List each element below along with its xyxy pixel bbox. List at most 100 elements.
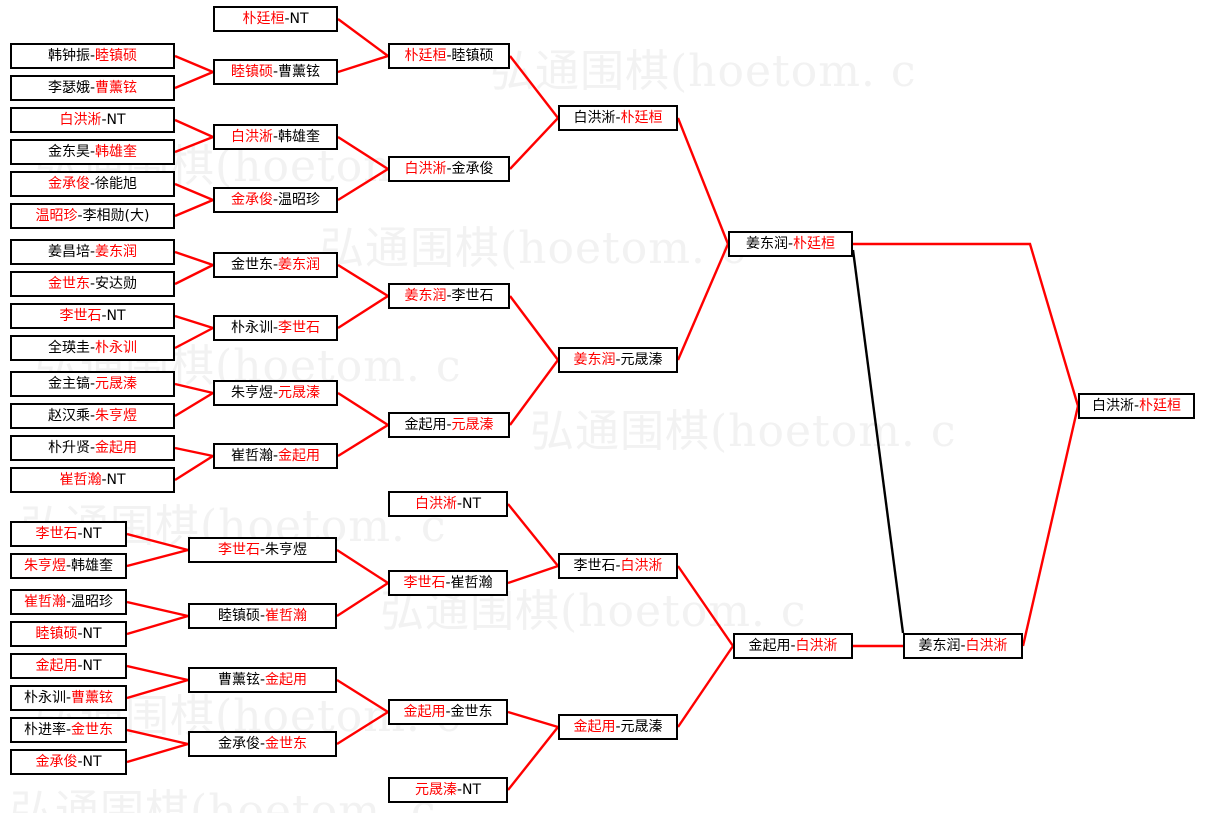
match-box[interactable]: 白洪淅-朴廷桓 — [1078, 393, 1195, 419]
match-box[interactable]: 姜东润-朴廷桓 — [728, 231, 853, 257]
match-separator: - — [77, 754, 83, 770]
match-box[interactable]: 朴进率-金世东 — [10, 717, 127, 743]
match-separator: - — [272, 448, 279, 464]
match-box[interactable]: 朱亨煜-元晟溱 — [213, 380, 338, 406]
match-box[interactable]: 金主镐-元晟溱 — [10, 371, 175, 397]
match-box[interactable]: 白洪淅-朴廷桓 — [558, 105, 678, 131]
player-right: NT — [106, 112, 126, 128]
player-left: 李世石 — [403, 575, 446, 591]
match-box[interactable]: 李世石-NT — [10, 303, 175, 329]
player-right: 金起用 — [278, 448, 321, 464]
match-box[interactable]: 睦镇硕-崔哲瀚 — [188, 603, 337, 629]
match-separator: - — [65, 690, 72, 706]
player-left: 曹薰铉 — [217, 672, 260, 688]
match-box[interactable]: 睦镇硕-NT — [10, 621, 127, 647]
match-box[interactable]: 金承俊-徐能旭 — [10, 171, 175, 197]
player-left: 金起用 — [35, 658, 78, 674]
match-box[interactable]: 金世东-安达勋 — [10, 271, 175, 297]
match-box[interactable]: 金起用-NT — [10, 653, 127, 679]
player-left: 崔哲瀚 — [59, 472, 102, 488]
player-left: 朴廷桓 — [242, 11, 285, 27]
player-right: 曹薰铉 — [278, 64, 321, 80]
match-separator: - — [960, 638, 966, 654]
match-box[interactable]: 姜东润-白洪淅 — [903, 633, 1023, 659]
match-box[interactable]: 朴升贤-金起用 — [10, 435, 175, 461]
match-separator: - — [89, 48, 96, 64]
player-right: NT — [106, 472, 126, 488]
match-box[interactable]: 全瑛圭-朴永训 — [10, 335, 175, 361]
match-box[interactable]: 白洪淅-NT — [10, 107, 175, 133]
player-left: 白洪淅 — [573, 110, 616, 126]
player-right: 金世东 — [265, 736, 308, 752]
match-box[interactable]: 金承俊-温昭珍 — [213, 187, 338, 213]
player-right: 李世石 — [278, 320, 321, 336]
player-left: 崔哲瀚 — [23, 594, 66, 610]
player-right: NT — [462, 496, 482, 512]
match-separator: - — [790, 638, 796, 654]
player-left: 金承俊 — [217, 736, 260, 752]
match-box[interactable]: 朴永训-曹薰铉 — [10, 685, 127, 711]
player-right: 白洪淅 — [620, 558, 663, 574]
match-box[interactable]: 崔哲瀚-NT — [10, 467, 175, 493]
match-box[interactable]: 崔哲瀚-金起用 — [213, 443, 338, 469]
match-box[interactable]: 睦镇硕-曹薰铉 — [213, 59, 338, 85]
match-box[interactable]: 白洪淅-金承俊 — [388, 156, 510, 182]
match-box[interactable]: 姜昌培-姜东润 — [10, 239, 175, 265]
match-box[interactable]: 金承俊-金世东 — [188, 731, 337, 757]
match-box[interactable]: 李瑟娥-曹薰铉 — [10, 75, 175, 101]
match-box[interactable]: 李世石-白洪淅 — [558, 553, 678, 579]
match-box[interactable]: 崔哲瀚-温昭珍 — [10, 589, 127, 615]
player-left: 李世石 — [573, 558, 616, 574]
match-separator: - — [101, 112, 107, 128]
match-separator: - — [259, 608, 266, 624]
match-box[interactable]: 朱亨煜-韩雄奎 — [10, 553, 127, 579]
match-box[interactable]: 白洪淅-韩雄奎 — [213, 124, 338, 150]
match-box[interactable]: 白洪淅-NT — [388, 491, 508, 517]
player-right: 金承俊 — [451, 161, 494, 177]
player-left: 朱亨煜 — [23, 558, 66, 574]
match-box[interactable]: 朴廷桓-NT — [213, 6, 338, 32]
player-left: 白洪淅 — [414, 496, 457, 512]
match-separator: - — [77, 658, 83, 674]
match-box[interactable]: 曹薰铉-金起用 — [188, 667, 337, 693]
match-box[interactable]: 金东昊-韩雄奎 — [10, 139, 175, 165]
player-right: NT — [462, 782, 482, 798]
player-right: NT — [289, 11, 309, 27]
match-box[interactable]: 金起用-元晟溱 — [558, 714, 678, 740]
match-box[interactable]: 金起用-白洪淅 — [733, 633, 853, 659]
match-box[interactable]: 温昭珍-李相勋(大) — [10, 203, 175, 229]
match-box[interactable]: 李世石-朱亨煜 — [188, 537, 337, 563]
player-right: 李相勋(大) — [82, 208, 150, 224]
match-box[interactable]: 金世东-姜东润 — [213, 252, 338, 278]
match-separator: - — [272, 257, 279, 273]
match-box[interactable]: 李世石-崔哲瀚 — [388, 570, 508, 596]
match-separator: - — [89, 440, 96, 456]
match-box[interactable]: 姜东润-李世石 — [388, 283, 510, 309]
player-right: NT — [106, 308, 126, 324]
match-separator: - — [65, 594, 72, 610]
player-right: 金起用 — [95, 440, 138, 456]
match-box[interactable]: 朴廷桓-睦镇硕 — [388, 43, 510, 69]
match-box[interactable]: 姜东润-元晟溱 — [558, 347, 678, 373]
match-box[interactable]: 金承俊-NT — [10, 749, 127, 775]
player-left: 姜昌培 — [47, 244, 90, 260]
player-left: 睦镇硕 — [230, 64, 273, 80]
player-left: 白洪淅 — [230, 129, 273, 145]
match-separator: - — [77, 208, 83, 224]
player-right: 朴廷桓 — [793, 236, 836, 252]
match-separator: - — [272, 320, 279, 336]
player-right: 李世石 — [451, 288, 494, 304]
match-separator: - — [101, 472, 107, 488]
player-right: 金世东 — [71, 722, 114, 738]
match-separator: - — [456, 496, 463, 512]
match-box[interactable]: 金起用-金世东 — [388, 699, 508, 725]
player-left: 金世东 — [47, 276, 90, 292]
match-box[interactable]: 韩钟振-睦镇硕 — [10, 43, 175, 69]
match-box[interactable]: 李世石-NT — [10, 521, 127, 547]
match-box[interactable]: 赵汉乘-朱亨煜 — [10, 403, 175, 429]
match-box[interactable]: 金起用-元晟溱 — [388, 412, 510, 438]
match-box[interactable]: 元晟溱-NT — [388, 777, 508, 803]
player-left: 李世石 — [59, 308, 102, 324]
player-left: 金起用 — [404, 417, 447, 433]
match-box[interactable]: 朴永训-李世石 — [213, 315, 338, 341]
